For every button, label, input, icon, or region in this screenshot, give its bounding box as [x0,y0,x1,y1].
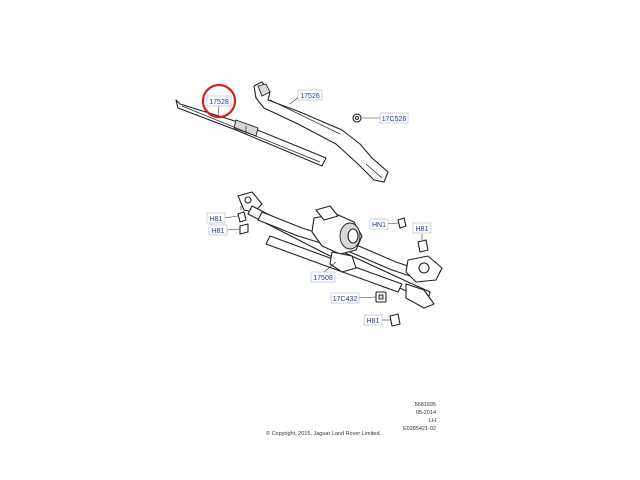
reference-illustration-id: E0285421-02 [402,426,436,432]
leader-blade [217,104,220,119]
leader-grommet [355,296,377,299]
highlight-circle [201,83,237,119]
callout-label: 17526 [300,93,320,100]
callout-H81-bottom[interactable]: H81 [363,314,383,326]
callout-H81-right[interactable]: H81 [412,222,432,234]
callout-label: H81 [416,226,429,233]
callout-label: 17C526 [382,116,407,123]
reference-date: 05-2014 [415,410,436,416]
leader-bolt-left-bottom [225,228,241,231]
wiper-linkage-motor[interactable] [237,191,443,309]
callout-label: H81 [212,228,225,235]
bolt-right[interactable] [417,239,429,253]
callout-17C432[interactable]: 17C432 [330,292,360,304]
bolt-left-top[interactable] [237,206,247,223]
callout-label: 17528 [209,99,229,106]
bolt-left-bottom[interactable] [239,223,249,235]
callout-17526[interactable]: 17526 [297,89,323,101]
arm-cap[interactable] [352,113,362,123]
copyright-notice: © Copyright, 2015, Jaguar Land Rover Lim… [266,431,382,437]
leader-bolt-left-top [223,215,239,219]
grommet[interactable] [375,291,387,303]
callout-17508[interactable]: 17508 [310,271,336,283]
callout-H81-left-top[interactable]: H81 [206,212,226,224]
wiper-blade[interactable] [175,99,327,167]
reference-block: 5681695 05-2014 LH E0285421-02 [403,401,436,433]
callout-label: H81 [367,318,380,325]
callout-label: HN1 [372,222,386,229]
callout-H81-left-bottom[interactable]: H81 [208,224,228,236]
reference-side: LH [428,418,436,424]
callout-17528[interactable]: 17528 [206,95,232,107]
callout-17C526[interactable]: 17C526 [379,112,409,124]
callout-label: H81 [210,216,223,223]
reference-code: 5681695 [414,402,436,408]
pivot-nut[interactable] [397,217,407,229]
callout-label: 17508 [313,275,333,282]
bolt-bottom[interactable] [389,313,401,327]
leader-linkage [323,261,337,273]
wiper-arm[interactable] [253,81,389,183]
callout-label: 17C432 [333,296,358,303]
callout-HN1[interactable]: HN1 [369,218,389,230]
